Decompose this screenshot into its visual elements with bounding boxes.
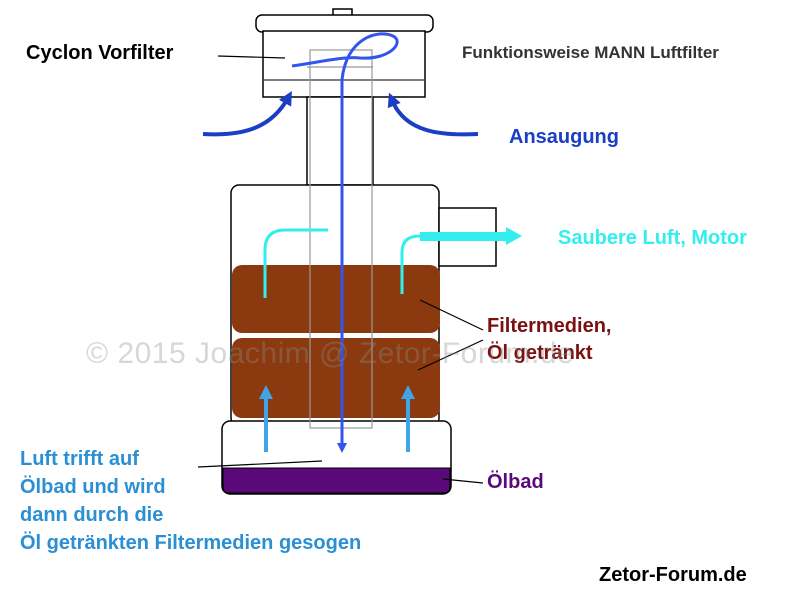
clean-air-stream-left: [263, 228, 328, 298]
clean-air-stream-right: [400, 227, 522, 294]
neck-tube: [306, 96, 374, 186]
intake-label: Ansaugung: [509, 126, 619, 148]
diagram-title: Funktionsweise MANN Luftfilter: [462, 43, 719, 62]
explanation-leader: [197, 460, 323, 468]
copyright-watermark: © 2015 Joachim @ Zetor-Forum.de: [86, 337, 575, 370]
oil-bath-leader: [442, 478, 484, 484]
prefilter-label: Cyclon Vorfilter: [26, 42, 174, 64]
prefilter-cap: [255, 14, 434, 33]
filter-media-upper: [232, 265, 440, 333]
air-flow-down-arrow: [291, 32, 399, 453]
explanation-line-3: dann durch die: [20, 504, 164, 526]
clean-air-outlet-bar: [420, 232, 506, 241]
oil-bath-label: Ölbad: [487, 471, 544, 493]
intake-arrow-right: [387, 92, 479, 137]
intake-arrow-left: [202, 91, 292, 137]
prefilter-leader: [217, 55, 286, 59]
clean-air-label: Saubere Luft, Motor: [558, 227, 747, 249]
filter-media-label-line1: Filtermedien,: [487, 315, 612, 337]
site-name: Zetor-Forum.de: [599, 564, 747, 586]
oil-level: [222, 467, 451, 494]
explanation-line-1: Luft trifft auf: [20, 448, 139, 470]
filter-media-label-line2: Öl getränkt: [487, 342, 593, 364]
explanation-line-4: Öl getränkten Filtermedien gesogen: [20, 532, 362, 554]
filter-media-leader-lower: [417, 339, 484, 371]
explanation-line-2: Ölbad und wird: [20, 476, 166, 498]
filter-media-leader-upper: [419, 299, 484, 331]
filter-media-lower: [232, 338, 440, 418]
